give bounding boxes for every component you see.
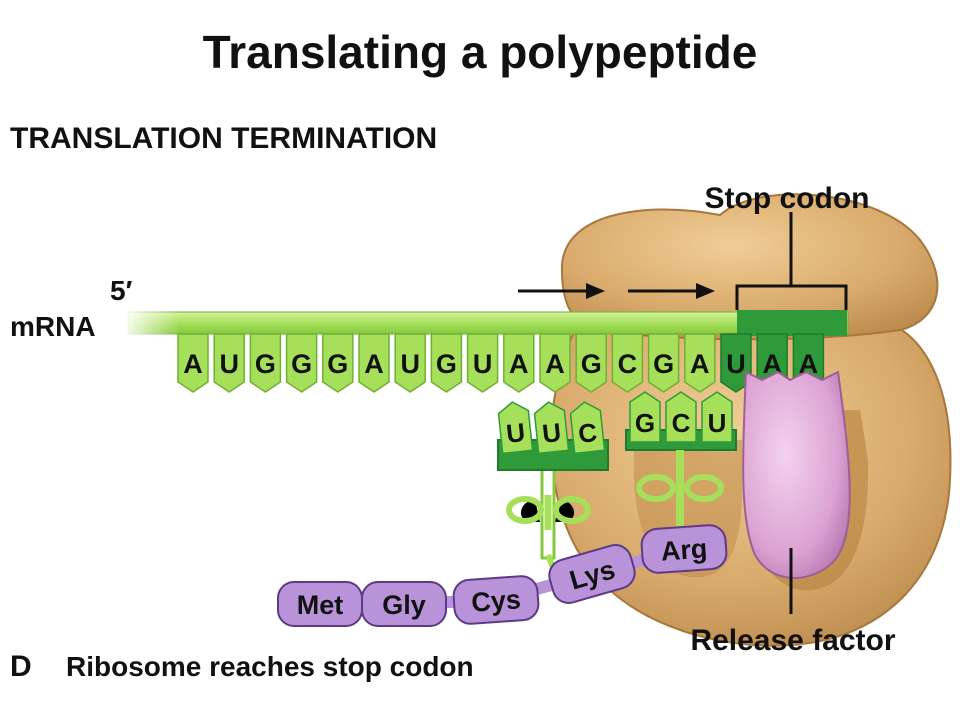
- mrna-strand: [120, 308, 849, 338]
- mrna-base: A: [503, 333, 535, 393]
- anticodon-letter: C: [672, 408, 691, 438]
- anticodon-letter: U: [541, 417, 563, 449]
- mrna-base: C: [611, 333, 644, 393]
- mrna-base-letter: G: [581, 349, 602, 379]
- mrna-base-letter: A: [690, 349, 710, 379]
- mrna-base: U: [394, 333, 426, 393]
- amino-acid: Gly: [361, 581, 447, 627]
- mrna-base: A: [539, 333, 571, 393]
- mrna-base-letter: G: [436, 349, 457, 379]
- stop-codon-label: Stop codon: [705, 182, 870, 215]
- mrna-base: A: [177, 333, 209, 393]
- amino-acid-label: Cys: [470, 584, 522, 617]
- mrna-base-letter: A: [364, 349, 384, 379]
- mrna-base-letter: U: [726, 349, 746, 379]
- mrna-base-letter: G: [653, 349, 674, 379]
- polypeptide-chain: Met Gly Cys Lys Arg: [277, 524, 728, 627]
- mrna-base: G: [575, 333, 607, 393]
- release-factor: [742, 370, 851, 579]
- mrna-base: G: [647, 333, 680, 393]
- mrna-base: G: [322, 333, 354, 393]
- mrna-base: G: [285, 333, 318, 393]
- section-subtitle: TRANSLATION TERMINATION: [10, 122, 437, 155]
- mrna-base: G: [430, 333, 463, 393]
- page-title: Translating a polypeptide: [203, 26, 758, 78]
- mrna-base-letter: G: [255, 349, 276, 379]
- stop-codon-bracket: [735, 212, 848, 310]
- amino-acid: Lys: [548, 544, 636, 604]
- mrna-base: G: [249, 333, 282, 393]
- amino-acid: Met: [277, 581, 363, 627]
- five-prime-label: 5′: [110, 275, 133, 306]
- mrna-base-letter: A: [545, 349, 565, 379]
- anticodon-letter: C: [577, 417, 599, 449]
- caption-letter: D: [10, 650, 32, 683]
- amino-acid-label: Gly: [382, 590, 426, 620]
- mrna-base-letter: U: [473, 349, 493, 379]
- amino-acid-label: Arg: [660, 533, 708, 566]
- mrna-base-letter: U: [219, 349, 239, 379]
- amino-acid: Cys: [452, 575, 540, 625]
- anticodon-letter: G: [635, 408, 655, 438]
- anticodon-letter: U: [708, 408, 727, 438]
- mrna-base-letter: A: [183, 349, 203, 379]
- mrna-base-letter: G: [291, 349, 312, 379]
- mrna-base-letter: G: [327, 349, 348, 379]
- anticodon-letter: U: [505, 417, 527, 449]
- mrna-base: A: [684, 333, 716, 393]
- release-factor-label: Release factor: [690, 624, 895, 657]
- mrna-base: U: [213, 333, 245, 393]
- mrna-label: mRNA: [10, 311, 96, 342]
- amino-acid-label: Met: [297, 590, 344, 620]
- mrna-base-letter: C: [618, 349, 638, 379]
- direction-arrows: [518, 283, 715, 299]
- anticodon-base: C: [569, 401, 606, 455]
- caption-text: Ribosome reaches stop codon: [66, 651, 474, 682]
- mrna-base: U: [466, 333, 499, 393]
- amino-acid: Arg: [640, 524, 728, 574]
- mrna-base: U: [720, 333, 752, 393]
- anticodon-base: U: [497, 401, 534, 455]
- anticodon-base: U: [701, 391, 733, 443]
- anticodon-base: G: [629, 391, 661, 443]
- anticodon-base: U: [533, 401, 570, 455]
- mrna-base-letter: A: [509, 349, 529, 379]
- mrna-base-letter: U: [400, 349, 420, 379]
- mrna-base-letter: A: [799, 349, 819, 379]
- mrna-base: A: [358, 333, 390, 393]
- anticodon-base: C: [665, 391, 697, 443]
